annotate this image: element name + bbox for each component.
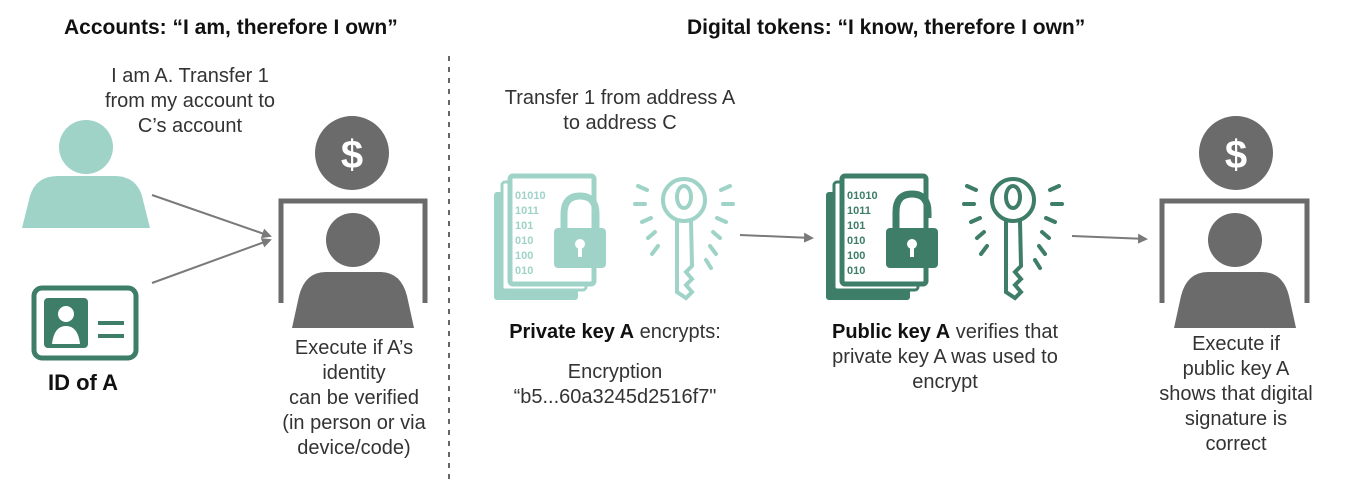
account-request-line-2: from my account to <box>104 90 276 112</box>
token-execute-condition: Execute if public key A shows that digit… <box>1136 332 1336 457</box>
private-key-action: encrypts: <box>634 321 721 343</box>
binary-right-4: 100 <box>847 250 865 262</box>
account-execute-line-1: Execute if A’s <box>294 337 414 359</box>
token-execute-line-5: correct <box>1205 433 1267 455</box>
binary-right-3: 010 <box>847 235 865 247</box>
binary-left-3: 010 <box>515 235 533 247</box>
token-execute-line-3: shows that digital <box>1159 383 1313 405</box>
public-key-caption: Public key A verifies that private key A… <box>800 320 1090 395</box>
token-execute-line-4: signature is <box>1184 408 1288 430</box>
arrow-encrypt-to-verify <box>739 232 814 243</box>
private-key-caption: Private key A encrypts: <box>480 320 750 345</box>
binary-right-1: 1011 <box>847 205 871 217</box>
binary-right-2: 101 <box>847 220 865 232</box>
binary-right-0: 01010 <box>847 190 878 202</box>
private-key-icon <box>633 177 735 301</box>
token-execute-line-1: Execute if <box>1192 333 1280 355</box>
token-request-line-2: to address C <box>563 112 677 134</box>
tokens-header: Digital tokens: “I know, therefore I own… <box>687 16 1086 39</box>
encrypted-document-icon: 01010 1011 101 010 100 010 <box>494 173 606 300</box>
account-request-line-1: I am A. Transfer 1 <box>111 65 269 87</box>
private-key-label: Private key A <box>509 321 635 343</box>
binary-left-1: 1011 <box>515 205 539 217</box>
encryption-value: Encryption “b5...60a3245d2516f7" <box>480 360 750 410</box>
public-key-label: Public key A <box>831 321 951 343</box>
dollar-coin-icon-right: $ <box>1199 116 1273 190</box>
person-a-icon <box>22 120 150 228</box>
teller-person-icon <box>292 213 414 328</box>
public-key-line-2: private key A was used to <box>832 346 1058 368</box>
binary-left-4: 100 <box>515 250 533 262</box>
svg-text:01010 1011 101: 01010 1011 101 010 100 010 <box>515 190 549 277</box>
account-execute-line-4: (in person or via <box>282 412 426 434</box>
svg-text:01010 1011 101: 01010 1011 101 010 100 010 <box>847 190 881 277</box>
binary-left-2: 101 <box>515 220 533 232</box>
teller-frame-left <box>278 198 428 303</box>
dollar-sign-right: $ <box>1225 133 1247 177</box>
teller-person-icon-right <box>1174 213 1296 328</box>
token-request-line-1: Transfer 1 from address A <box>504 87 736 109</box>
token-execute-line-2: public key A <box>1182 358 1290 380</box>
encryption-line-1: Encryption <box>567 361 663 383</box>
dollar-sign-left: $ <box>341 133 363 177</box>
arrow-verify-to-bank <box>1071 233 1148 244</box>
id-label: ID of A <box>48 370 119 395</box>
binary-left-5: 010 <box>515 265 533 277</box>
token-transfer-request: Transfer 1 from address A to address C <box>480 86 760 136</box>
arrow-id-to-bank <box>151 238 272 284</box>
binary-left-0: 01010 <box>515 190 546 202</box>
unlocked-document-icon: 01010 1011 101 010 100 010 <box>826 173 938 300</box>
public-key-line-3: encrypt <box>912 371 978 393</box>
encryption-line-2: “b5...60a3245d2516f7" <box>513 386 717 408</box>
account-execute-line-2: identity <box>322 362 386 384</box>
binary-right-5: 010 <box>847 265 865 277</box>
dollar-coin-icon: $ <box>315 116 389 190</box>
account-transfer-request: I am A. Transfer 1 from my account to C’… <box>70 64 310 139</box>
teller-frame-right <box>1159 198 1310 303</box>
account-execute-line-3: can be verified <box>288 387 420 409</box>
public-key-line-1: verifies that <box>950 321 1059 343</box>
id-card-icon <box>31 285 139 361</box>
accounts-header: Accounts: “I am, therefore I own” <box>64 16 398 39</box>
account-execute-line-5: device/code) <box>297 437 411 459</box>
account-execute-condition: Execute if A’s identity can be verified … <box>266 336 442 461</box>
arrow-person-to-bank <box>151 194 272 239</box>
account-request-line-3: C’s account <box>137 115 243 137</box>
public-key-icon <box>962 177 1064 301</box>
